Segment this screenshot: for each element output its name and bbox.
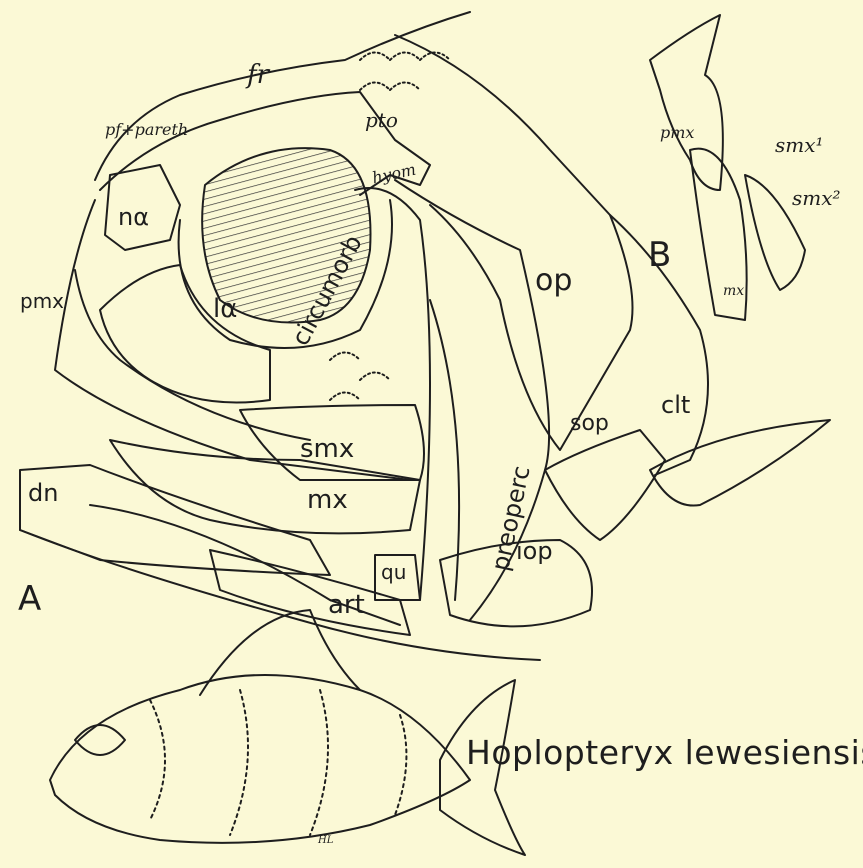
- label-smx: smx: [300, 436, 354, 462]
- whole-fish-eye: [75, 725, 125, 755]
- pectoral-fin: [650, 420, 830, 506]
- label-mx: mx: [307, 487, 348, 513]
- label-clt: clt: [661, 393, 690, 417]
- dentary: [20, 465, 330, 575]
- label-na: nα: [118, 205, 149, 229]
- artist-signature: HL: [318, 836, 333, 846]
- panel-b-label: B: [648, 238, 671, 272]
- label-la: lα: [213, 296, 237, 322]
- label-b-smx2: smx²: [792, 188, 841, 208]
- label-pf-pareth: pf+pareth: [105, 122, 188, 138]
- label-art: art: [328, 592, 365, 618]
- panel-b-premaxilla: [650, 15, 723, 190]
- label-iop: iop: [516, 539, 553, 563]
- label-pmx: pmx: [20, 291, 64, 311]
- label-sop: sop: [570, 413, 609, 435]
- label-qu: qu: [381, 562, 406, 582]
- panel-a-label: A: [18, 582, 41, 616]
- label-op: op: [535, 266, 572, 296]
- species-caption: Hoplopteryx lewesiensis: [466, 736, 863, 769]
- label-dn: dn: [28, 481, 58, 505]
- label-b-smx1: smx¹: [775, 135, 824, 155]
- label-fr: fr: [247, 62, 269, 88]
- label-b-mx: mx: [723, 284, 744, 298]
- label-b-pmx: pmx: [660, 125, 694, 141]
- label-pto: pto: [365, 110, 398, 130]
